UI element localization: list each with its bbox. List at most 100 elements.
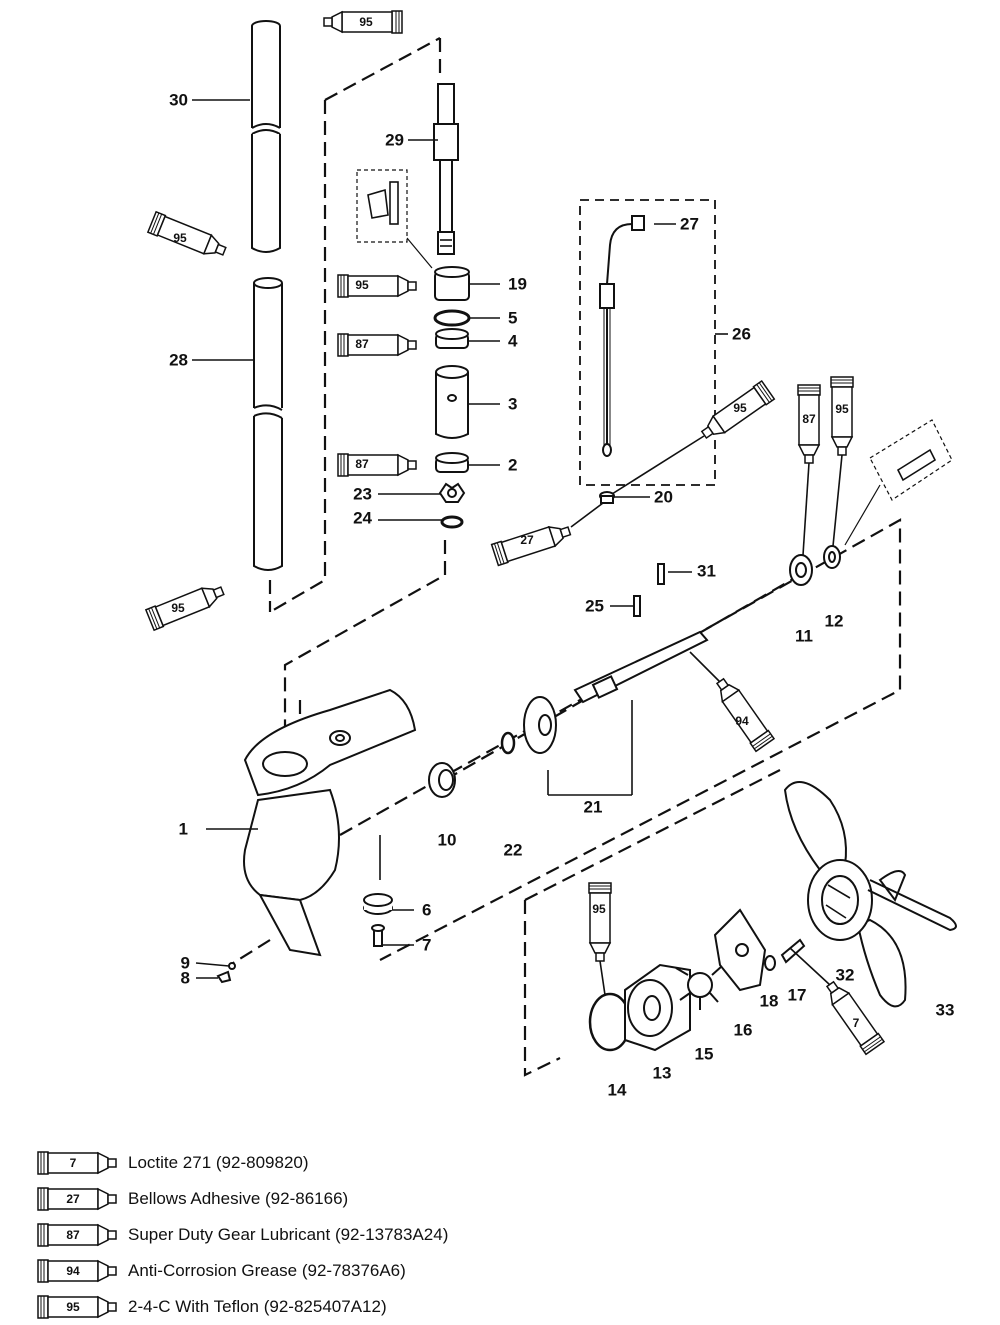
part-15-impeller (675, 965, 723, 1010)
part-21-gear-shaft (523, 630, 709, 796)
part-5-ring (433, 309, 471, 327)
lubricant-tube-number: 95 (173, 231, 187, 245)
lubricant-tube-icon: 7 (37, 1151, 117, 1175)
part-24-washer (440, 515, 464, 529)
callout-12: 12 (825, 611, 844, 630)
callout-33: 33 (936, 1000, 955, 1019)
part-20-grommet (599, 491, 615, 504)
lubricant-tube-number: 95 (733, 401, 747, 415)
callout-13: 13 (653, 1063, 672, 1082)
part-26-shift-rod (599, 215, 645, 457)
legend-code: 95 (66, 1300, 80, 1314)
part-18-washer (764, 955, 776, 971)
part-1-gearcase (243, 688, 417, 957)
callout-1: 1 (179, 819, 188, 838)
callout-7: 7 (422, 935, 431, 954)
callout-14: 14 (608, 1080, 627, 1099)
legend-text: Anti-Corrosion Grease (92-78376A6) (128, 1261, 406, 1280)
callout-22: 22 (504, 840, 523, 859)
lubricant-legend: 7 Loctite 271 (92-809820) 27 Bellows Adh… (36, 1145, 736, 1325)
legend-code: 27 (66, 1192, 80, 1206)
callout-26: 26 (732, 324, 751, 343)
part-32-propeller (783, 781, 907, 1008)
legend-row: 27 Bellows Adhesive (92-86166) (36, 1181, 736, 1217)
lubricant-tube-number: 95 (592, 902, 606, 916)
leader-lines (192, 99, 728, 979)
part-28-tube-lower (253, 277, 283, 571)
lubricant-tube (588, 882, 612, 962)
part-10-bearing (428, 762, 456, 798)
callout-20: 20 (654, 487, 673, 506)
callout-25: 25 (585, 596, 604, 615)
legend-row: 94 Anti-Corrosion Grease (92-78376A6) (36, 1253, 736, 1289)
part-29-drive-shaft (433, 83, 459, 255)
callout-28: 28 (169, 350, 188, 369)
callout-8: 8 (181, 968, 190, 987)
legend-row: 95 2-4-C With Teflon (92-825407A12) (36, 1289, 736, 1325)
callout-32: 32 (836, 965, 855, 984)
part-11-bearing (789, 554, 813, 586)
part-2-seal (435, 452, 469, 473)
part-3-sleeve (435, 365, 469, 439)
part-33-cotter-pin (867, 879, 957, 932)
lubricant-tube-number: 87 (802, 412, 816, 426)
callout-31: 31 (697, 561, 716, 580)
lubricant-tube-number: 95 (171, 601, 185, 615)
legend-text: 2-4-C With Teflon (92-825407A12) (128, 1297, 387, 1316)
lubricant-tube (145, 579, 228, 631)
lubricant-tube (147, 211, 230, 263)
part-30-tube-upper (251, 20, 281, 253)
legend-code: 87 (66, 1228, 80, 1242)
lubricant-tube-number: 27 (520, 533, 534, 547)
callout-18: 18 (760, 991, 779, 1010)
legend-text: Loctite 271 (92-809820) (128, 1153, 309, 1172)
legend-row: 87 Super Duty Gear Lubricant (92-13783A2… (36, 1217, 736, 1253)
lubricant-tube (710, 674, 775, 753)
part-12-washer (823, 545, 841, 569)
lubricant-tube-number: 87 (355, 337, 369, 351)
callout-9: 9 (181, 953, 190, 972)
callout-30: 30 (169, 90, 188, 109)
callout-3: 3 (508, 394, 517, 413)
lubricant-tube-number: 95 (355, 278, 369, 292)
part-31-pin (657, 563, 665, 585)
callout-11: 11 (795, 626, 813, 645)
callout-6: 6 (422, 900, 431, 919)
part-13-pump-base (624, 963, 691, 1052)
callout-19: 19 (508, 274, 527, 293)
lubricant-tube-number: 87 (355, 457, 369, 471)
part-22-washer (500, 731, 516, 755)
callout-21: 21 (584, 797, 603, 816)
callout-24: 24 (353, 508, 372, 527)
lubricant-tube-icon: 95 (37, 1295, 117, 1319)
callout-15: 15 (695, 1044, 714, 1063)
exploded-parts-diagram: 95 95 95 95 87 87 27 95 87 95 94 (145, 10, 957, 1099)
legend-text: Super Duty Gear Lubricant (92-13783A24) (128, 1225, 449, 1244)
lubricant-tube-number: 95 (835, 402, 849, 416)
lubricant-tube-number: 95 (359, 15, 373, 29)
legend-code: 7 (70, 1156, 77, 1170)
part-19-bushing (434, 266, 470, 301)
lubricant-tube (337, 453, 417, 477)
callout-23: 23 (353, 484, 372, 503)
detail-inset-right (844, 419, 953, 546)
callout-29: 29 (385, 130, 404, 149)
part-6-pad (363, 893, 393, 915)
callouts: 1 2 3 4 5 6 7 8 9 10 11 12 13 14 15 16 1… (169, 90, 954, 1099)
lubricant-tube-icon: 27 (37, 1187, 117, 1211)
callout-27: 27 (680, 214, 699, 233)
detail-inset-shaft (356, 169, 433, 269)
part-16-plate (713, 908, 767, 992)
callout-4: 4 (508, 331, 518, 350)
part-23-gear (438, 482, 466, 503)
part-25-pin (633, 595, 641, 617)
lubricant-tube-icon: 94 (37, 1259, 117, 1283)
callout-16: 16 (734, 1020, 753, 1039)
legend-text: Bellows Adhesive (92-86166) (128, 1189, 349, 1208)
part-4-seal (435, 328, 469, 349)
callout-17: 17 (788, 985, 807, 1004)
lubricant-tube (337, 274, 417, 298)
lubricant-tube-icon: 87 (37, 1223, 117, 1247)
part-7-screw (371, 924, 385, 947)
lubricant-tube-number: 94 (735, 714, 749, 728)
